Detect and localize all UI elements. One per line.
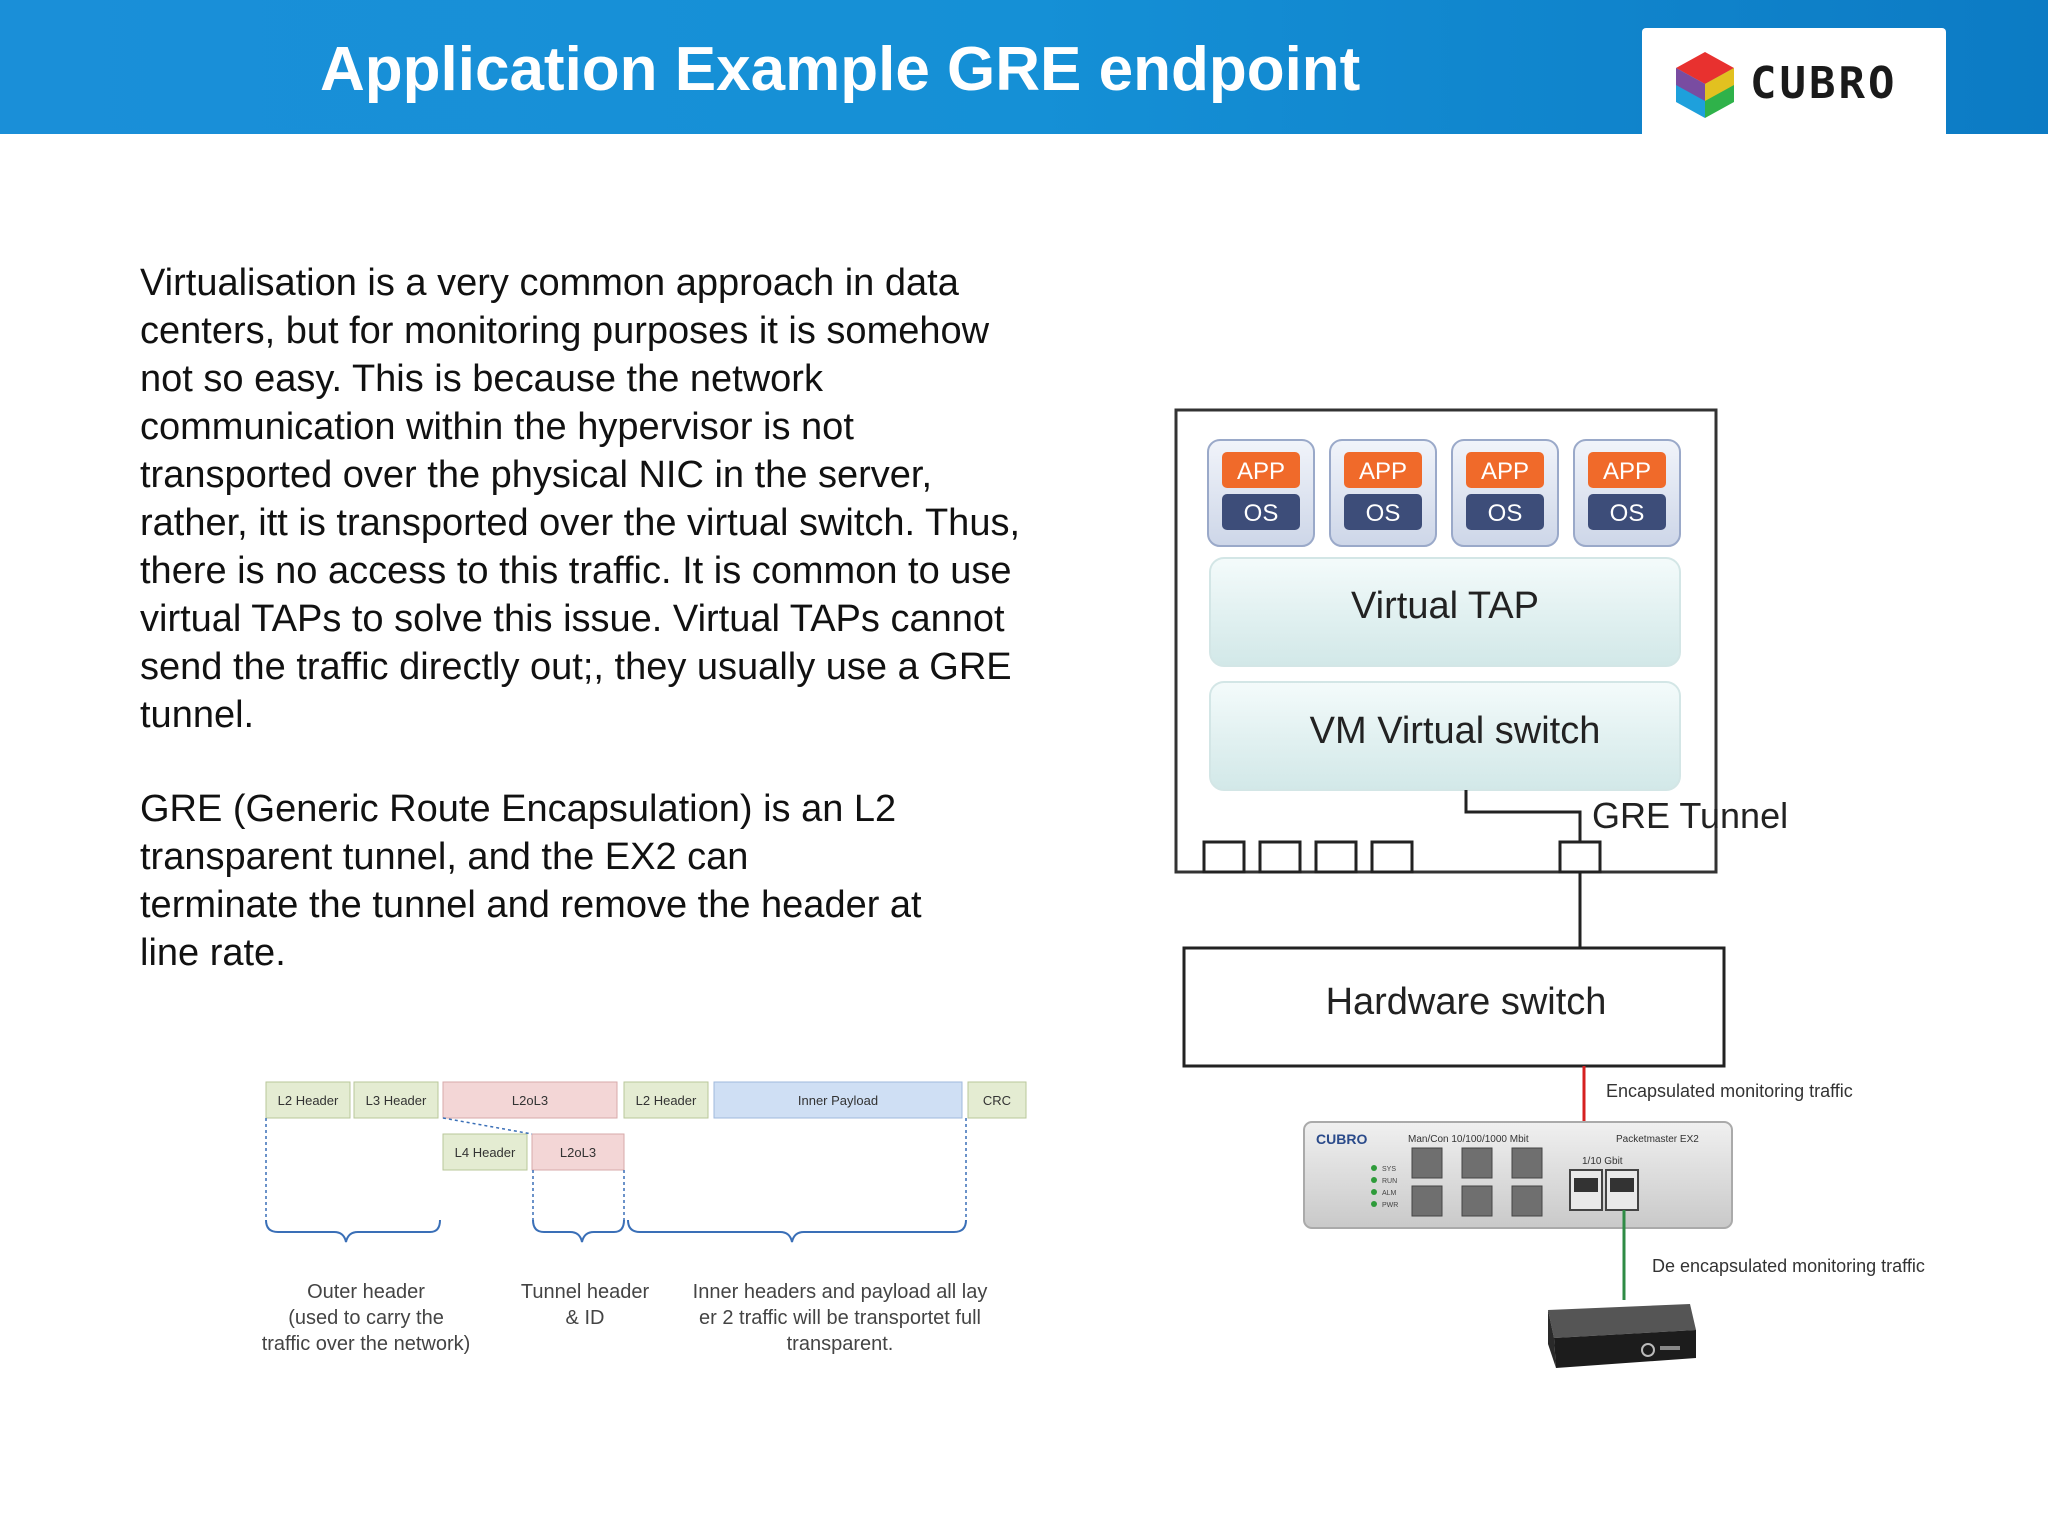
logo-text: CUBRO	[1750, 58, 1898, 109]
packetmaster-ex2-device: CUBRO Man/Con 10/100/1000 Mbit Packetmas…	[1303, 1121, 1733, 1229]
cube-logo-icon	[1676, 52, 1734, 118]
ex2-mancon-label: Man/Con 10/100/1000 Mbit	[1408, 1134, 1529, 1145]
ex2-copper-ports	[1411, 1147, 1543, 1217]
text-line: GRE (Generic Route Encapsulation) is an …	[140, 788, 897, 830]
cell-l2-header: L2 Header	[278, 1093, 339, 1108]
caption-outer-3: traffic over the network)	[262, 1333, 471, 1355]
decap-traffic-label: De encapsulated monitoring traffic	[1652, 1256, 1925, 1276]
vm-4: APP OS	[1573, 439, 1681, 547]
cell-sub-l2ol3: L2oL3	[560, 1145, 596, 1160]
caption-inner-1: Inner headers and payload all lay	[693, 1281, 988, 1303]
vm-4-app-label: APP	[1603, 458, 1651, 485]
ex2-status-leds: SYS RUN ALM PWR	[1371, 1165, 1398, 1209]
gre-packet-diagram: L2 Header L3 Header L2oL3 L2 Header Inne…	[262, 1081, 1027, 1355]
packet-captions: Outer header (used to carry the traffic …	[262, 1281, 988, 1355]
vm-1-os-label: OS	[1244, 500, 1279, 527]
gre-connector-line	[1464, 790, 1582, 850]
caption-inner-3: transparent.	[787, 1333, 894, 1355]
cell-l3-header: L3 Header	[366, 1093, 427, 1108]
packet-dotted-guides	[265, 1117, 967, 1220]
text-line: communication within the hypervisor is n…	[140, 406, 854, 448]
cell-inner-l2-header: L2 Header	[636, 1093, 697, 1108]
text-line: line rate.	[140, 932, 286, 974]
text-line: centers, but for monitoring purposes it …	[140, 310, 990, 352]
vswitch-band	[1209, 681, 1681, 791]
text-line: transported over the physical NIC in the…	[140, 454, 933, 496]
text-line: Virtualisation is a very common approach…	[140, 262, 959, 304]
network-diagram: APP OS APP OS APP OS APP OS Virtual TAP …	[1174, 408, 1925, 1368]
monitoring-appliance-icon	[1548, 1304, 1696, 1368]
caption-outer-1: Outer header	[307, 1281, 425, 1303]
ex2-brand: CUBRO	[1316, 1131, 1367, 1147]
ex2-sfp-ports	[1569, 1169, 1639, 1211]
virtual-tap-band	[1209, 557, 1681, 667]
caption-tunnel-1: Tunnel header	[521, 1281, 650, 1303]
packet-braces	[265, 1219, 967, 1243]
header-bar: Application Example GRE endpoint CUBRO	[0, 0, 2048, 134]
led-label-run: RUN	[1382, 1178, 1397, 1185]
vm-3-os-label: OS	[1488, 500, 1523, 527]
text-line: tunnel.	[140, 694, 255, 736]
text-line: send the traffic directly out;, they usu…	[140, 646, 1012, 688]
slide-title: Application Example GRE endpoint	[320, 35, 1361, 104]
caption-outer-2: (used to carry the	[288, 1307, 444, 1329]
caption-tunnel-2: & ID	[566, 1307, 605, 1329]
hardware-switch-label: Hardware switch	[1326, 981, 1607, 1023]
caption-inner-2: er 2 traffic will be transportet full	[699, 1307, 981, 1329]
cell-crc: CRC	[983, 1093, 1011, 1108]
hardware-switch-box	[1182, 946, 1726, 1068]
vswitch-label: VM Virtual switch	[1310, 710, 1601, 752]
led-label-sys: SYS	[1382, 1166, 1396, 1173]
virtual-tap-label: Virtual TAP	[1351, 585, 1539, 627]
server-nic-ports	[1202, 840, 1602, 874]
vm-2-app-label: APP	[1359, 458, 1407, 485]
text-line: terminate the tunnel and remove the head…	[140, 884, 922, 926]
ex2-model-label: Packetmaster EX2	[1616, 1134, 1699, 1145]
gre-paragraph: GRE (Generic Route Encapsulation) is an …	[140, 785, 1090, 977]
text-line: rather, itt is transported over the virt…	[140, 502, 1021, 544]
led-label-pwr: PWR	[1382, 1202, 1398, 1209]
vm-4-os-label: OS	[1610, 500, 1645, 527]
cell-l2ol3: L2oL3	[512, 1093, 548, 1108]
intro-paragraph: Virtualisation is a very common approach…	[140, 259, 1090, 739]
text-line: there is no access to this traffic. It i…	[140, 550, 1012, 592]
cubro-logo: CUBRO	[1642, 28, 1946, 134]
text-line: virtual TAPs to solve this issue. Virtua…	[140, 598, 1005, 640]
vm-2-os-label: OS	[1366, 500, 1401, 527]
packet-sub-row: L4 Header L2oL3	[442, 1133, 625, 1171]
vm-3-app-label: APP	[1481, 458, 1529, 485]
gre-tunnel-label: GRE Tunnel	[1592, 795, 1788, 836]
cell-inner-payload: Inner Payload	[798, 1093, 878, 1108]
led-label-alm: ALM	[1382, 1190, 1397, 1197]
vm-1-app-label: APP	[1237, 458, 1285, 485]
vm-1: APP OS	[1207, 439, 1315, 547]
vm-2: APP OS	[1329, 439, 1437, 547]
text-line: not so easy. This is because the network	[140, 358, 823, 400]
text-line: transparent tunnel, and the EX2 can	[140, 836, 749, 878]
ex2-speed-label: 1/10 Gbit	[1582, 1156, 1623, 1167]
vm-3: APP OS	[1451, 439, 1559, 547]
encap-traffic-label: Encapsulated monitoring traffic	[1606, 1081, 1853, 1101]
packet-top-row: L2 Header L3 Header L2oL3 L2 Header Inne…	[265, 1081, 1027, 1119]
cell-l4-header: L4 Header	[455, 1145, 516, 1160]
